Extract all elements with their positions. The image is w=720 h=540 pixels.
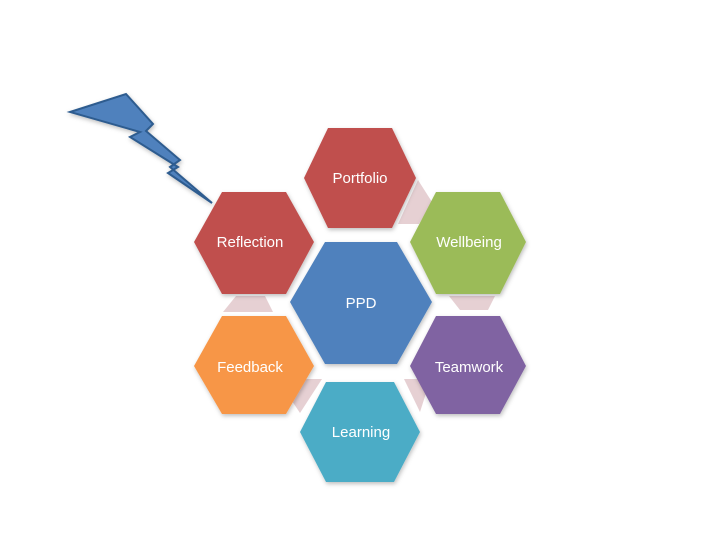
hexagon-label-teamwork: Teamwork	[435, 359, 504, 376]
hexagon-label-ppd: PPD	[346, 295, 377, 312]
hex-portfolio: Portfolio	[304, 128, 416, 228]
hexagon-label-reflection: Reflection	[217, 234, 284, 251]
connector-wellbeing-teamwork	[449, 296, 495, 310]
hex-feedback: Feedback	[194, 316, 314, 414]
hexagon-label-learning: Learning	[332, 424, 390, 441]
hexagon-label-portfolio: Portfolio	[332, 170, 387, 187]
hex-wellbeing: Wellbeing	[410, 192, 526, 294]
hex-learning: Learning	[300, 382, 420, 482]
hexagon-portfolio	[304, 128, 416, 228]
hexagon-feedback	[194, 316, 314, 414]
hexagon-label-feedback: Feedback	[217, 359, 283, 376]
lightning-bolt-icon	[66, 92, 213, 204]
hexagon-ppd	[290, 242, 432, 364]
hexagon-teamwork	[410, 316, 526, 414]
connector-reflection-feedback	[223, 296, 273, 312]
hexagon-reflection	[194, 192, 314, 294]
hexagon-wellbeing	[410, 192, 526, 294]
hex-reflection: Reflection	[194, 192, 314, 294]
hex-teamwork: Teamwork	[410, 316, 526, 414]
connector-portfolio-wellbeing	[398, 180, 432, 224]
hexagon-label-wellbeing: Wellbeing	[436, 234, 502, 251]
hex-center-ppd: PPD	[290, 242, 432, 364]
hexagon-learning	[300, 382, 420, 482]
